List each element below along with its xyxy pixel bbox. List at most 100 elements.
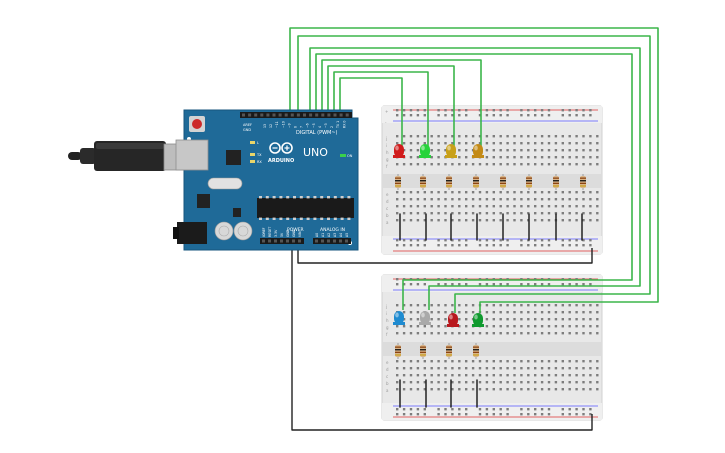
breadboard-top: j i h g f e d c b a + - [381,105,603,255]
breadboard-hole [402,191,406,194]
resistor[interactable] [395,343,401,359]
led-yellow[interactable] [445,144,457,158]
breadboard-hole [485,149,489,152]
header-hole[interactable] [254,113,258,117]
header-hole[interactable] [333,113,337,117]
pin-label: GND [286,229,290,237]
header-hole[interactable] [278,113,282,117]
breadboard-hole [527,212,530,215]
chip-pin [265,217,269,220]
header-hole[interactable] [284,113,288,117]
header-hole[interactable] [339,239,342,243]
header-hole[interactable] [286,239,289,243]
header-hole[interactable] [242,113,245,117]
breadboard-hole [465,413,468,416]
led-base [472,324,484,327]
row-label: d [386,199,389,204]
header-hole[interactable] [309,113,313,117]
breadboard-hole [568,408,571,411]
resistor[interactable] [395,174,401,190]
header-hole[interactable] [345,113,349,117]
led-dark-green[interactable] [472,313,484,327]
header-hole[interactable] [345,239,348,243]
breadboard-hole [478,244,482,247]
resistor[interactable] [420,174,426,190]
header-hole[interactable] [327,113,331,117]
resistor-band [395,351,401,353]
resistor[interactable] [526,174,532,190]
header-hole[interactable] [339,113,343,117]
breadboard-hole [409,205,413,208]
breadboard-hole [575,367,578,370]
led-dark-red[interactable] [447,313,459,327]
resistor[interactable] [473,174,479,190]
breadboard-hole [458,325,461,328]
breadboard-hole [561,109,564,112]
breadboard-hole [423,408,426,411]
header-hole[interactable] [290,113,294,117]
chip-pin [272,196,276,199]
breadboard-hole [506,191,509,194]
header-hole[interactable] [266,113,270,117]
header-hole[interactable] [272,113,276,117]
resistor[interactable] [446,174,452,190]
header-hole[interactable] [321,113,325,117]
led-red[interactable] [393,144,405,158]
breadboard-hole [575,191,578,194]
breadboard-hole [540,205,544,208]
resistor-band [526,177,532,179]
header-hole[interactable] [315,239,318,243]
breadboard-hole [540,360,544,363]
resistor[interactable] [446,343,452,359]
breadboard-hole [444,311,447,314]
breadboard-hole [444,283,447,286]
resistor[interactable] [473,343,479,359]
resistor[interactable] [580,174,586,190]
header-hole[interactable] [298,239,301,243]
breadboard-hole [520,198,523,201]
header-hole[interactable] [248,113,252,117]
breadboard-hole [478,205,482,208]
header-hole[interactable] [274,239,277,243]
breadboard-hole [437,156,440,159]
breadboard-hole [561,156,564,159]
breadboard-hole [492,135,495,138]
signal-wire-led-2 [333,71,429,146]
header-hole[interactable] [303,113,306,117]
breadboard-hole [409,198,413,201]
header-hole[interactable] [296,113,300,117]
header-hole[interactable] [260,113,264,117]
header-hole[interactable] [262,239,265,243]
breadboard-hole [458,413,461,416]
header-hole[interactable] [268,239,271,243]
led-white[interactable] [419,311,431,325]
breadboard-hole [451,388,454,391]
breadboard-hole [589,304,592,307]
capacitor-top [218,225,230,237]
header-hole[interactable] [315,113,319,117]
resistor[interactable] [553,174,559,190]
led-orange[interactable] [472,144,484,158]
header-hole[interactable] [292,239,295,243]
header-hole[interactable] [333,239,336,243]
resistor[interactable] [420,343,426,359]
on-label: ON [347,154,353,158]
breadboard-hole [561,367,564,370]
breadboard-hole [540,311,544,314]
breadboard-hole [430,367,433,370]
led-blue[interactable] [393,311,405,325]
pin-label: ~3 [324,123,328,128]
header-hole[interactable] [327,239,330,243]
resistor[interactable] [500,174,506,190]
led-green[interactable] [419,144,431,158]
breadboard-hole [437,367,440,370]
header-hole[interactable] [280,239,283,243]
reset-button[interactable] [192,119,202,129]
breadboard-hole [409,408,413,411]
header-hole[interactable] [321,239,324,243]
breadboard-hole [471,142,475,145]
breadboard-hole [547,311,551,314]
breadboard-hole [423,283,426,286]
